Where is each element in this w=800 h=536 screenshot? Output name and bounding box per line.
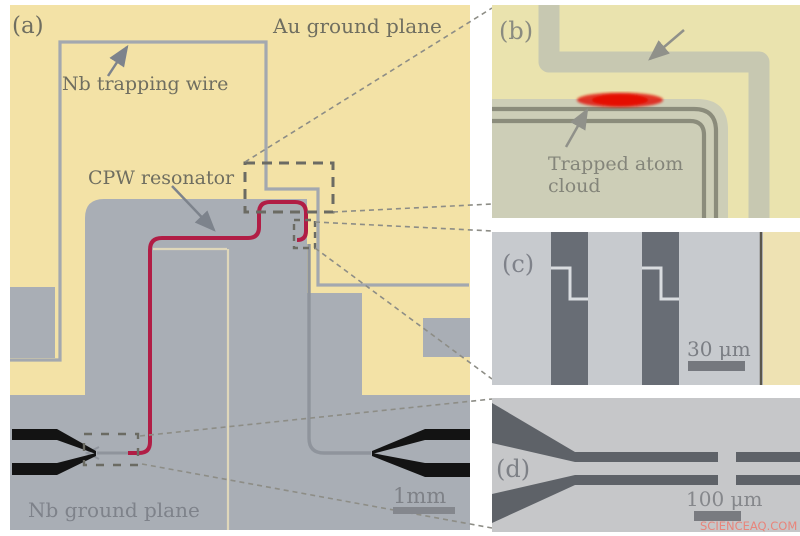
taper-tip-chevron xyxy=(84,446,100,460)
right-taper-top xyxy=(372,429,470,454)
feedline-structures xyxy=(492,403,800,523)
au-ground-plane-label: Au ground plane xyxy=(272,14,442,38)
trapped-atom-cloud xyxy=(577,92,663,108)
panel-c-label: (c) xyxy=(502,250,534,278)
cpw-gap-inner xyxy=(492,118,707,218)
nb-trapping-wire-path xyxy=(10,40,469,362)
nb-left-pad xyxy=(10,287,55,358)
scale-label-d: 100 μm xyxy=(686,487,763,511)
panel-a: (a) Au ground plane Nb trapping wire CPW… xyxy=(10,5,493,530)
zoom-box-d xyxy=(82,432,140,467)
gold-edge-region xyxy=(763,232,800,385)
panel-a-label: (a) xyxy=(12,13,44,39)
resonator-arrow-icon xyxy=(171,185,216,232)
watermark: SCIENCEAQ.COM xyxy=(700,519,797,533)
cpw-gap-outer xyxy=(492,106,719,218)
scale-bar-d xyxy=(694,511,741,521)
right-feedline-path xyxy=(307,244,371,455)
trapped-atom-label-line2: cloud xyxy=(548,175,601,197)
etch-line xyxy=(153,247,230,530)
scale-label-a: 1mm xyxy=(393,484,446,508)
cpw-gap-bar-right xyxy=(642,232,679,385)
panel-c: (c) 30 μm xyxy=(492,232,800,385)
panel-d: (d) 100 μm SCIENCEAQ.COM xyxy=(492,398,800,533)
nb-trapping-wire-label: Nb trapping wire xyxy=(62,73,228,95)
nb-right-pad xyxy=(423,318,470,357)
left-taper-bottom xyxy=(12,453,96,475)
cloud-arrow-icon-b xyxy=(564,107,589,148)
trapping-wire-arrow-icon xyxy=(106,44,129,77)
trapping-wire-micrograph xyxy=(538,5,770,218)
cpw-resonator-path xyxy=(128,200,308,455)
panel-b-label: (b) xyxy=(499,17,533,45)
panel-b: (b) Trapped atom cloud xyxy=(492,5,800,218)
cpw-resonator-label: CPW resonator xyxy=(88,167,235,189)
cpw-region-micrograph xyxy=(492,99,728,218)
panel-d-label: (d) xyxy=(496,455,530,483)
wire-arrow-icon-b xyxy=(648,29,685,61)
finger-gap-right xyxy=(642,266,679,301)
micrograph-d-background xyxy=(492,398,800,532)
scale-label-c: 30 μm xyxy=(687,337,751,361)
left-taper-top xyxy=(12,429,96,454)
scale-bar-c xyxy=(688,361,745,371)
connector-lines xyxy=(139,7,493,529)
nb-ground-plane-label: Nb ground plane xyxy=(28,498,200,522)
finger-gap-left xyxy=(551,266,588,301)
zoom-box-c xyxy=(292,218,317,250)
cpw-gap-bar-left xyxy=(551,232,588,385)
trapped-atom-label-line1: Trapped atom xyxy=(548,153,683,175)
right-taper-bottom xyxy=(372,453,470,477)
zoom-box-b xyxy=(243,161,335,214)
nb-central-region xyxy=(10,199,470,530)
scale-bar-a xyxy=(393,507,455,514)
